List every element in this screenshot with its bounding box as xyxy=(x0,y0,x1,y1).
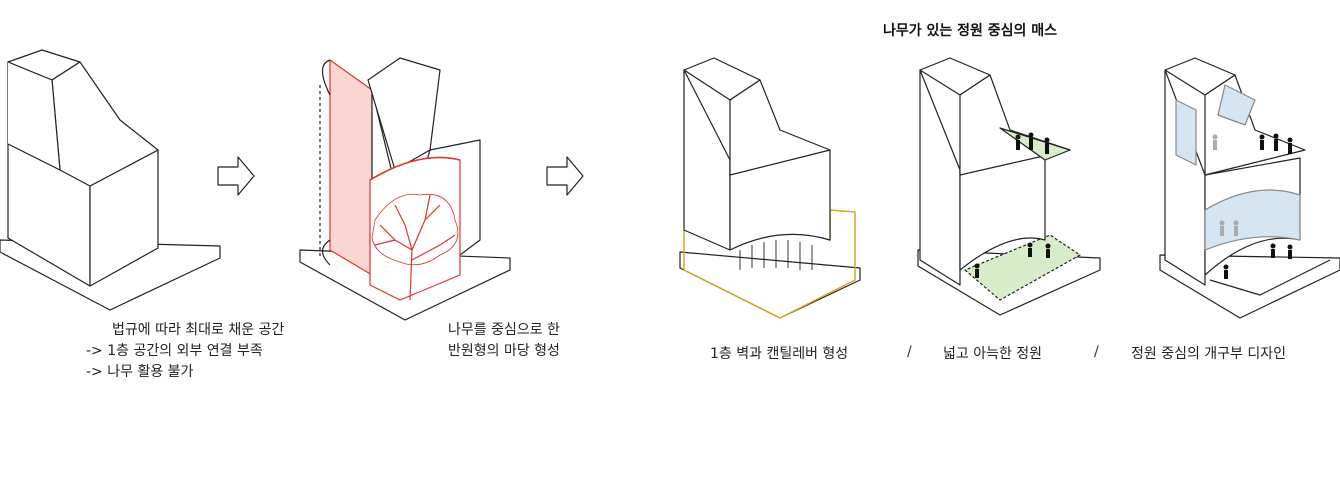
mass-1-full-volume xyxy=(0,49,221,311)
mass-2-semicircle-yard xyxy=(299,57,511,321)
arrow-icon xyxy=(546,156,584,196)
person-icon xyxy=(974,132,1051,278)
mass-4-garden xyxy=(917,57,1101,316)
person-icon xyxy=(1212,134,1239,236)
caption-separator: / xyxy=(907,344,912,360)
tree-icon xyxy=(371,193,459,301)
caption-garden: 넓고 아늑한 정원 xyxy=(943,346,1043,362)
step2-caption-line2: 반원형의 마당 형성 xyxy=(448,343,560,359)
arrow-icon xyxy=(217,156,255,196)
caption-separator: / xyxy=(1094,344,1099,360)
step2-caption-line1: 나무를 중심으로 한 xyxy=(448,322,560,338)
caption-openings: 정원 중심의 개구부 디자인 xyxy=(1131,346,1287,362)
caption-cantilever: 1층 벽과 캔틸레버 형성 xyxy=(710,346,849,362)
step1-caption-line1: 법규에 따라 최대로 채운 공간 xyxy=(112,322,285,338)
person-icon xyxy=(1223,133,1293,279)
step1-caption-line2: -> 1층 공간의 외부 연결 부족 xyxy=(86,343,263,359)
step1-caption-line3: -> 나무 활용 불가 xyxy=(86,364,194,380)
mass-5-openings xyxy=(1159,57,1340,319)
diagram-title: 나무가 있는 정원 중심의 매스 xyxy=(883,23,1058,39)
mass-3-cantilever xyxy=(679,57,861,319)
